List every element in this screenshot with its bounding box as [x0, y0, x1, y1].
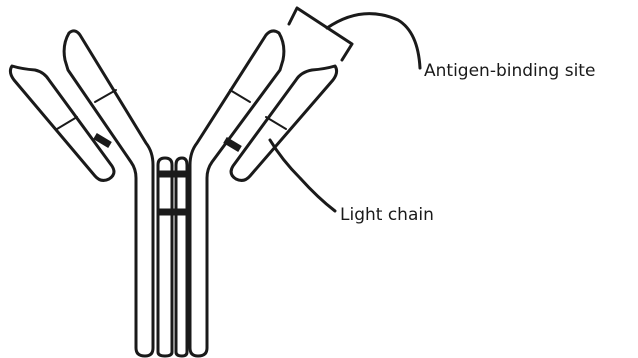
- left-heavy-chain: [64, 31, 153, 356]
- right-hinge-inner: [176, 158, 187, 356]
- light-chain-leader: [270, 140, 335, 211]
- antigen-binding-site-bracket: [289, 8, 352, 60]
- left-hinge-inner: [158, 158, 172, 356]
- right-heavy-chain: [190, 31, 284, 356]
- right-heavy-light-bond: [225, 140, 240, 149]
- antigen-binding-site-label: Antigen-binding site: [424, 61, 595, 81]
- light-chain-label: Light chain: [340, 205, 434, 225]
